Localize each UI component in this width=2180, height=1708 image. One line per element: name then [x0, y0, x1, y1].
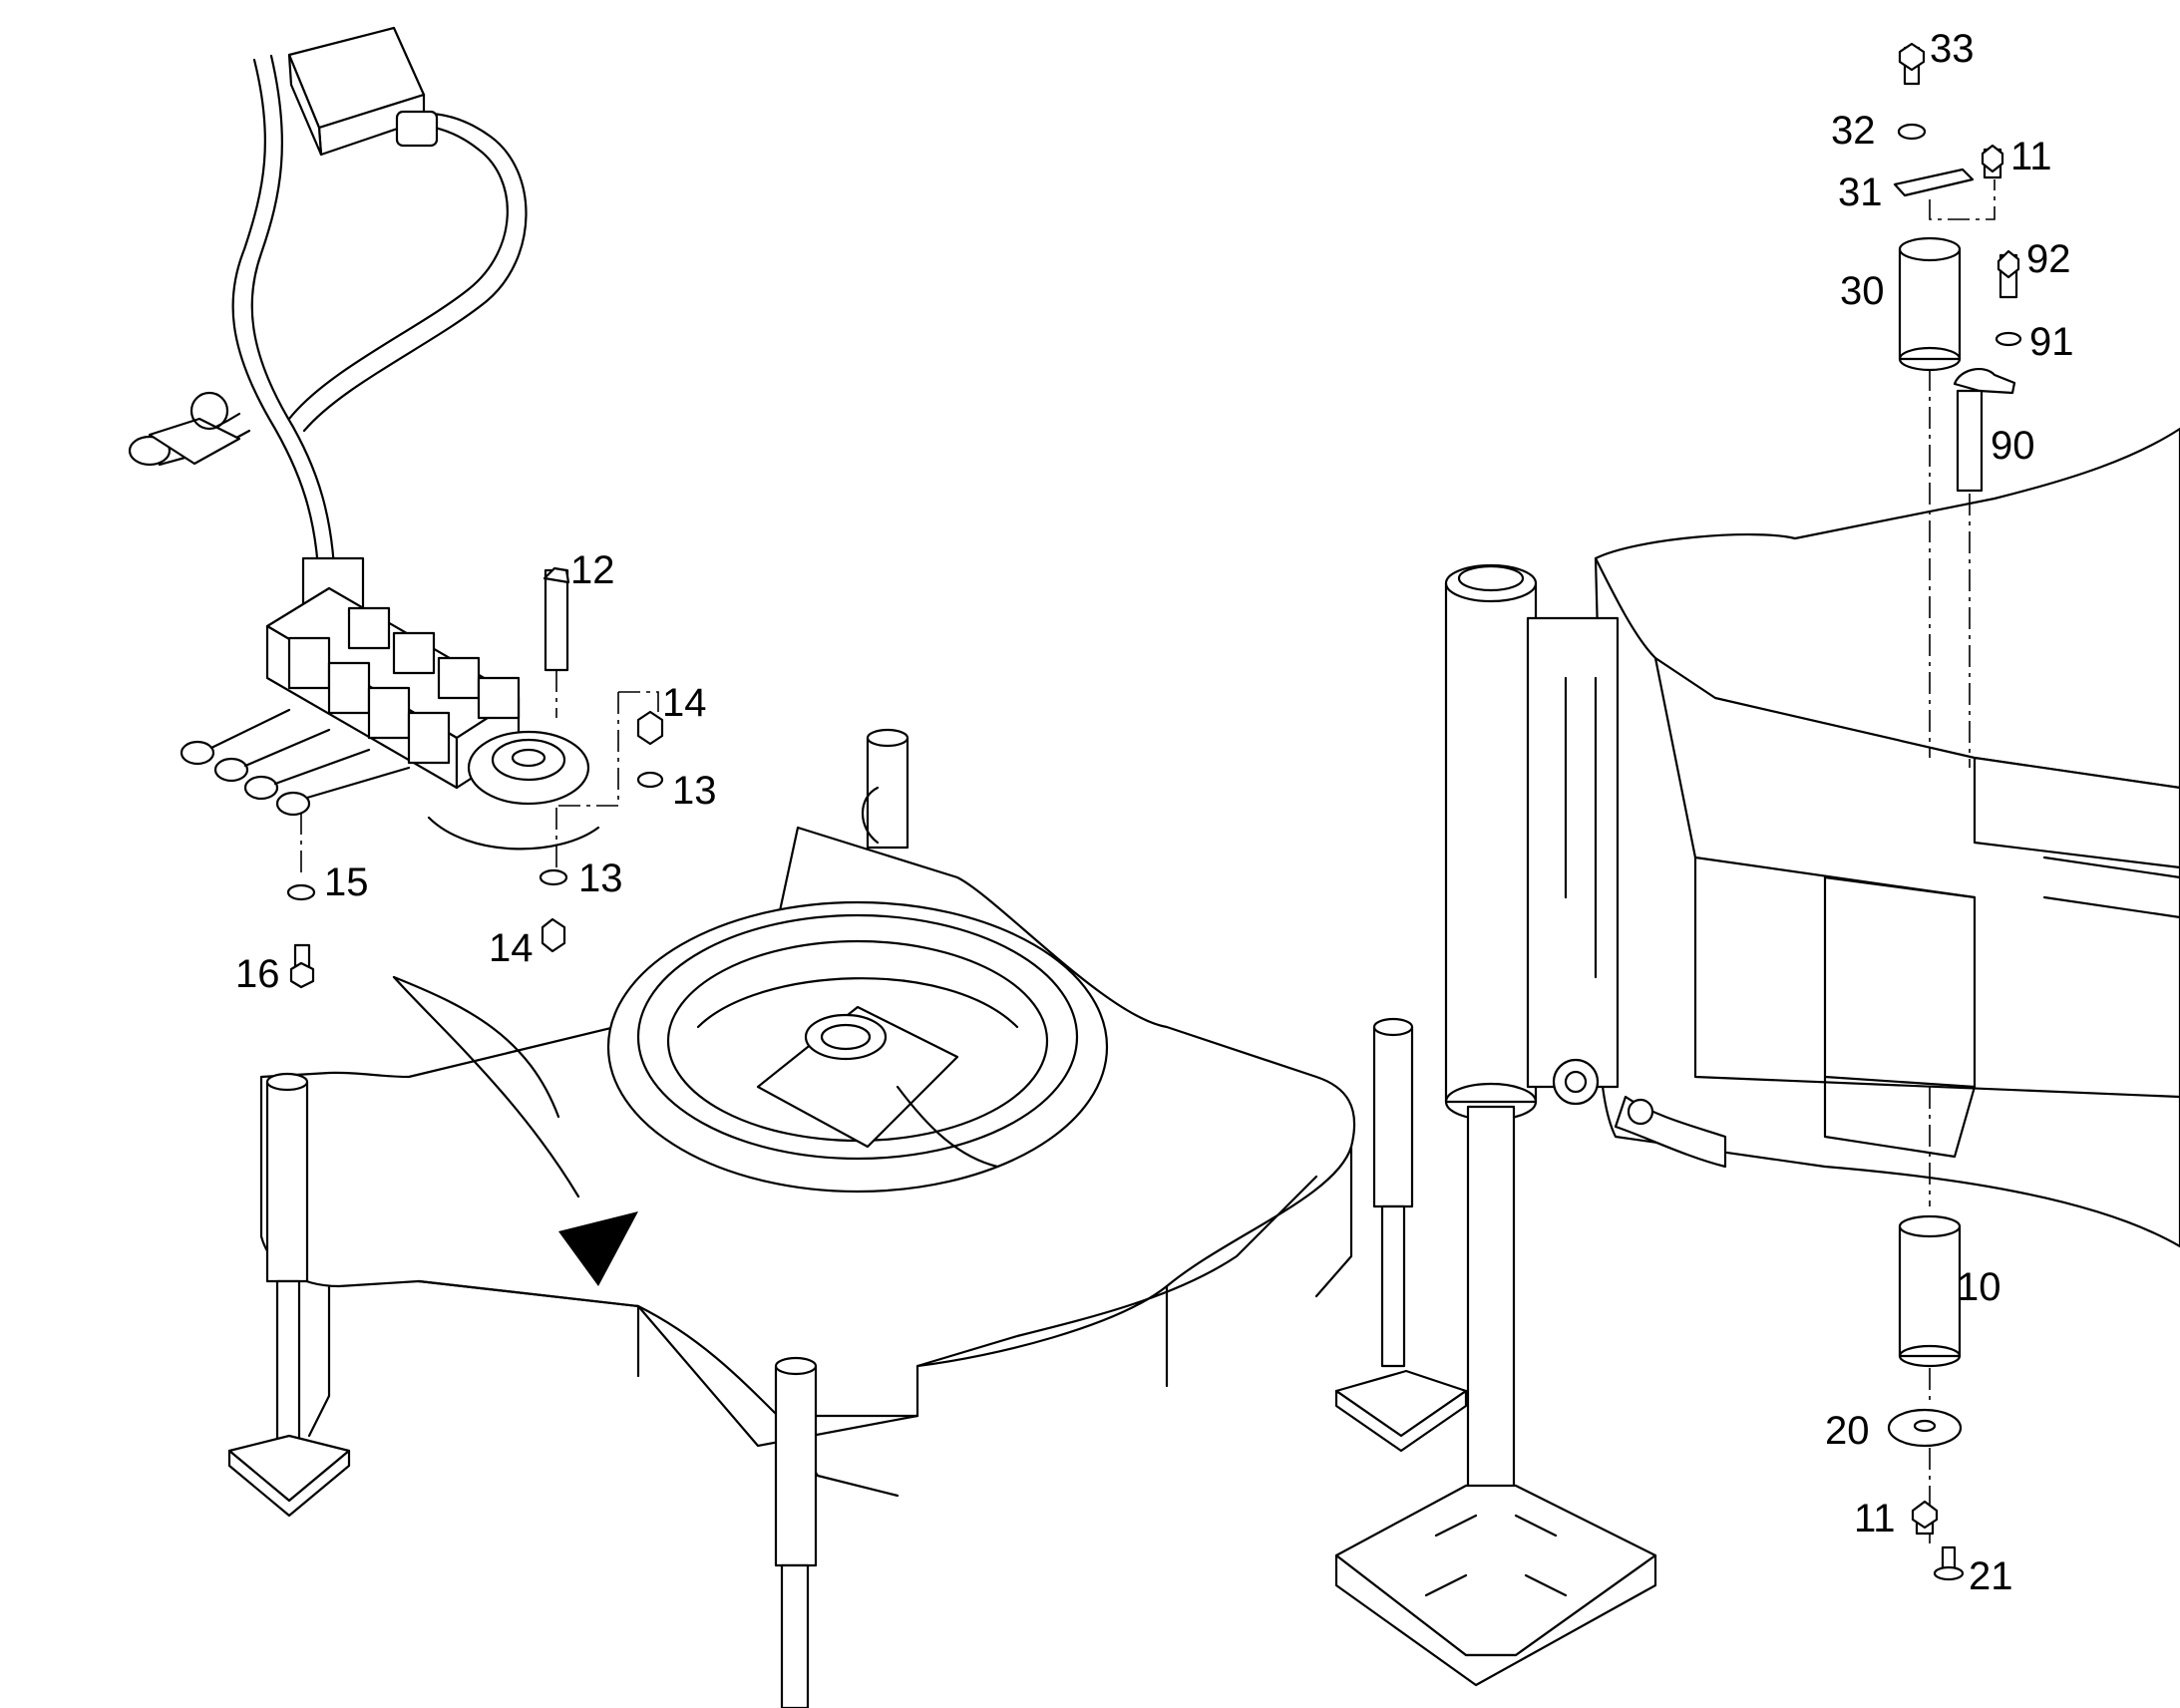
callout-labels: 33 32 11 31 92 30 91 90 12 14 13 15 13 1…	[235, 27, 2074, 1598]
callout-91: 91	[2029, 320, 2074, 364]
callout-33: 33	[1930, 27, 1975, 71]
pin-10	[1898, 1224, 1962, 1358]
washer-91	[1995, 331, 2022, 347]
main-column	[1444, 563, 1654, 1518]
callout-10: 10	[1957, 1265, 2001, 1309]
pin-90	[1956, 389, 1984, 493]
nut-14-lower	[541, 917, 566, 953]
outrigger-left	[227, 1072, 351, 1518]
outrigger-right	[1334, 1017, 1468, 1453]
callout-14: 14	[662, 681, 707, 725]
callout-11: 11	[2010, 135, 2052, 178]
control-valve-bank	[180, 556, 600, 851]
nut-14	[636, 710, 664, 746]
detail-pointer	[392, 975, 638, 1286]
callout-13-lower: 13	[578, 856, 623, 900]
callout-16: 16	[235, 952, 280, 996]
fastener-stack-15-16	[286, 813, 316, 989]
callout-13: 13	[672, 769, 717, 813]
callout-32: 32	[1831, 109, 1876, 153]
callout-11-lower: 11	[1854, 1497, 1896, 1540]
screw-21	[1941, 1545, 1957, 1571]
column-base-plate	[1334, 1484, 1657, 1687]
callout-90: 90	[1991, 424, 2035, 468]
washer-15	[286, 883, 316, 901]
washer-32	[1897, 123, 1927, 141]
slewing-ring	[606, 900, 1109, 1194]
bolt-12	[544, 568, 569, 672]
pin-stack-lower	[1887, 1214, 1965, 1581]
lock-90	[1953, 367, 2016, 395]
rear-cylinder	[862, 728, 909, 850]
outrigger-front	[774, 1356, 818, 1708]
callout-20: 20	[1825, 1409, 1870, 1453]
fastener-stack-12-14-13	[539, 566, 664, 953]
pin-stack-upper	[1893, 42, 2022, 1206]
boom-assembly	[1594, 427, 2180, 1248]
callout-21: 21	[1969, 1554, 2013, 1598]
callout-92: 92	[2026, 237, 2071, 281]
callout-15: 15	[324, 860, 369, 904]
callout-31: 31	[1838, 171, 1883, 214]
disc-20	[1887, 1408, 1963, 1448]
plate-31	[1893, 168, 1975, 197]
callout-14-lower: 14	[489, 926, 534, 970]
washer-13	[636, 771, 664, 789]
pin-30	[1898, 247, 1962, 361]
callout-30: 30	[1840, 269, 1885, 313]
hydraulic-hose-assembly	[128, 26, 528, 600]
callout-12: 12	[570, 548, 615, 592]
coupling-left	[128, 435, 172, 467]
washer-13-lower	[539, 868, 568, 886]
